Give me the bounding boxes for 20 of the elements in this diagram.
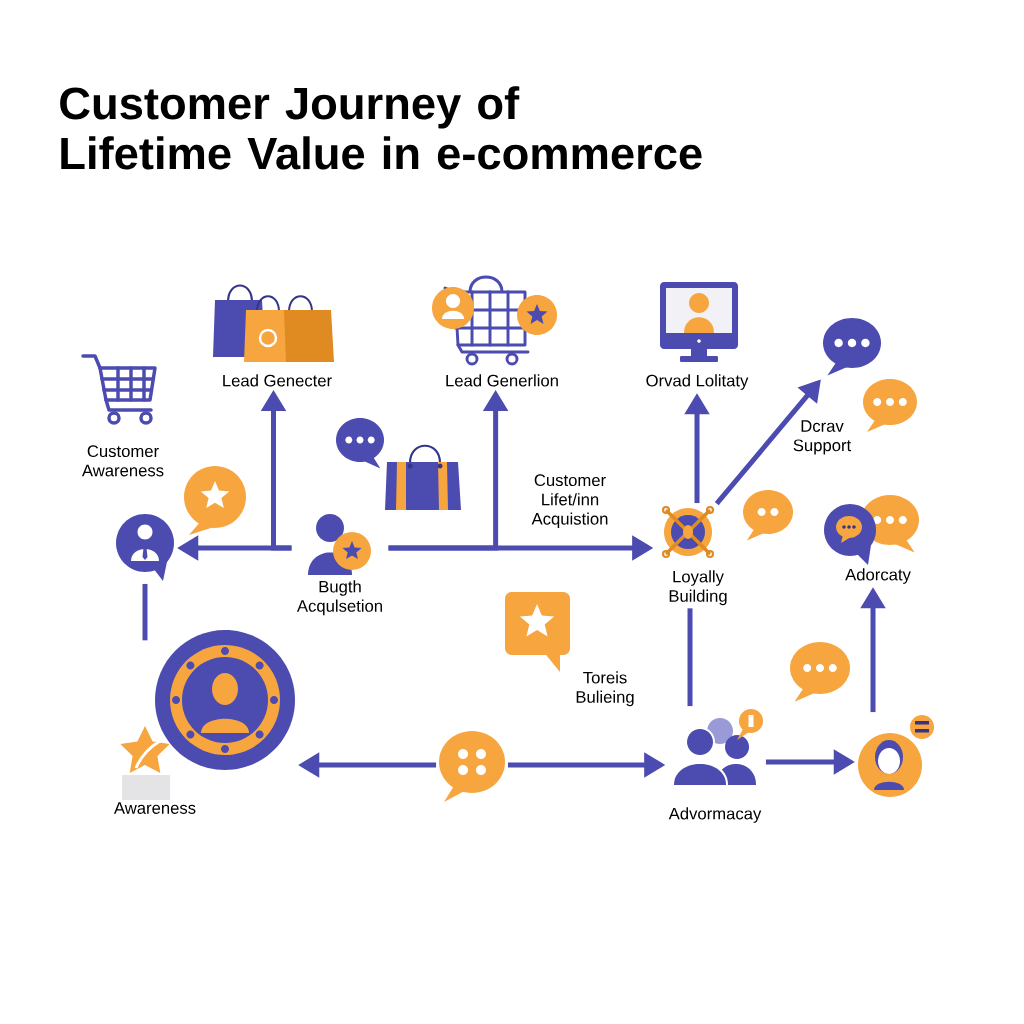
node-label: Loyally Building: [669, 570, 727, 606]
text-label: Customer Lifet/inn Acquistion: [531, 474, 608, 529]
node-label: Lead Generlion: [446, 374, 558, 387]
node-label: Adorcaty: [845, 568, 911, 584]
person-circle-icon: [155, 630, 295, 770]
chat-bubble-icon: [439, 731, 505, 802]
node-label: Awareness: [113, 802, 196, 814]
text-label: Dcrav Support: [793, 420, 852, 455]
chat-bubble-icon: [823, 318, 881, 376]
avatar-icon: [858, 715, 934, 797]
node-label: Orvad Lolitaty: [646, 374, 749, 390]
node-label: Lead Genecter: [223, 374, 332, 387]
node-label: Customer Awareness: [81, 445, 164, 477]
connector-line: [142, 583, 148, 641]
person-bubble-icon: [116, 514, 174, 581]
node-label: Bugth Acqulsetion: [296, 580, 382, 616]
node-label: Advormacay: [668, 807, 762, 823]
text-label: Toreis Bulieing: [576, 671, 634, 707]
connector-line: [687, 608, 693, 707]
title: Customer Journey of Lifetime Value in e-commerce: [60, 86, 702, 170]
